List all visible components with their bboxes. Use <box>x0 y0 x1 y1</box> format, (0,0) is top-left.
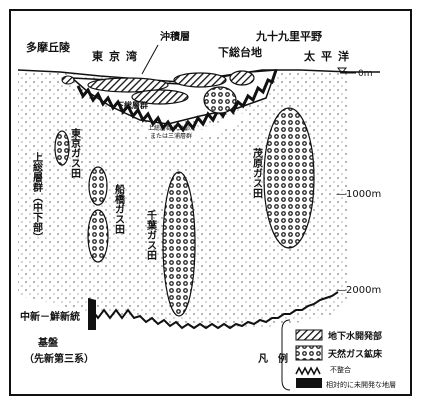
label-alluvium: 沖積層 <box>160 30 190 43</box>
label-shimosa-upland: 下総台地 <box>218 45 262 59</box>
groundwater-zone-center <box>174 73 226 87</box>
groundwater-zone-small <box>62 76 74 84</box>
label-basement: 基盤 <box>37 336 59 349</box>
label-kazusa-upper: 上総層群（上部） <box>148 124 196 132</box>
legend-undeveloped-swatch <box>296 378 322 388</box>
label-kazusa-upper-sub: または三浦層群 <box>150 132 192 140</box>
label-funabashi-gas-field: 船橋ガス田 <box>113 183 125 235</box>
gas-deposit-mobara <box>264 108 314 248</box>
legend-undeveloped-label: 相対的に未開発な地層 <box>326 380 396 389</box>
legend-gas-label: 天然ガス鉱床 <box>328 348 383 360</box>
label-depth-1000: —1000m <box>336 189 381 200</box>
basement-dark-edge <box>88 298 96 330</box>
label-kujukuri: 九十九里平野 <box>255 29 322 43</box>
legend-unconformity-label: 不整合 <box>330 365 351 374</box>
gas-deposit-tokyo <box>55 131 69 165</box>
gas-deposit-upper-right <box>204 87 236 113</box>
legend-groundwater-swatch <box>296 330 322 340</box>
gas-deposit-funabashi-upper <box>89 167 107 205</box>
legend-unconformity-swatch <box>296 368 320 374</box>
label-tama-hills: 多摩丘陵 <box>26 40 71 54</box>
label-tokyo-gas-field: 東京ガス田 <box>69 127 81 179</box>
label-depth-2000: —2000m <box>336 285 381 296</box>
legend: 凡 例 地下水開発部 天然ガス鉱床 不整合 相対的に未開発な地層 <box>258 320 396 390</box>
label-shimosa-group: 下総層群 <box>116 100 148 110</box>
gas-deposit-funabashi-lower <box>88 210 108 262</box>
alluvium-pointer <box>142 45 158 74</box>
label-sea-level: 0m <box>358 69 373 79</box>
label-miocene-pliocene: 中新－鮮新統 <box>20 310 80 323</box>
legend-title: 凡 例 <box>258 352 288 365</box>
label-basement-sub: （先新第三系） <box>24 352 94 365</box>
groundwater-zone-east <box>230 71 254 85</box>
gas-deposit-chiba <box>163 172 195 316</box>
label-mobara-gas-field: 茂原ガス田 <box>251 147 263 199</box>
label-pacific: 太平洋 <box>303 49 355 63</box>
label-tokyo-bay: 東京湾 <box>92 49 143 63</box>
legend-gas-swatch <box>296 346 322 360</box>
legend-groundwater-label: 地下水開発部 <box>328 330 382 342</box>
